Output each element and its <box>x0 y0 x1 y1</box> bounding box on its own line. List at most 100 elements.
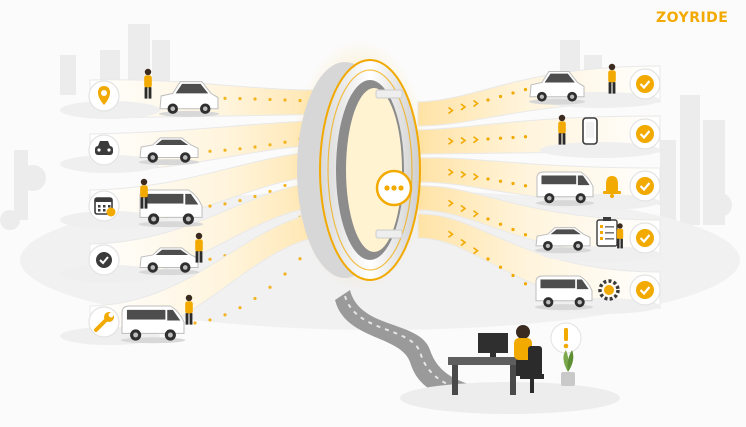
flow-arrow <box>460 238 467 247</box>
hub-center-button <box>375 169 413 207</box>
flow-dot <box>511 227 515 232</box>
office-chair <box>520 346 544 393</box>
wrench-icon <box>94 312 114 332</box>
ellipsis-icon <box>384 185 404 191</box>
flow-dot <box>193 321 197 325</box>
flow-arrow <box>448 168 454 176</box>
flow-dot <box>208 318 212 322</box>
dispatch-hub <box>290 40 430 290</box>
flow-dot <box>511 181 515 186</box>
operator-station <box>400 322 620 414</box>
person-figure <box>195 232 203 263</box>
flow-dot <box>486 177 490 181</box>
smartphone-icon <box>582 117 598 145</box>
bell-icon <box>603 176 621 198</box>
potted-plant <box>561 350 575 386</box>
flow-dot <box>268 97 272 102</box>
flow-dot <box>238 306 242 310</box>
flow-dot <box>511 91 515 95</box>
van-vehicle <box>120 305 186 344</box>
check-circle-icon <box>636 281 654 299</box>
car-front-icon <box>95 141 113 155</box>
right-rows <box>528 63 661 314</box>
check-circle-icon <box>636 177 654 195</box>
person-figure <box>558 114 566 145</box>
check-circle-icon <box>636 75 654 93</box>
flow-dot <box>486 257 490 261</box>
flow-dot <box>511 273 515 278</box>
flow-dot <box>268 285 272 289</box>
person-figure <box>616 223 624 249</box>
flow-dot <box>523 87 528 92</box>
flow-dot <box>253 97 257 101</box>
flow-dot <box>283 183 287 188</box>
flow-dot <box>498 94 503 99</box>
flow-arrow <box>473 173 479 181</box>
flow-dot <box>223 96 227 100</box>
check-circle-icon <box>636 229 654 247</box>
suv-vehicle <box>158 81 220 117</box>
flow-dot <box>208 257 212 261</box>
flow-arrow <box>460 170 467 179</box>
flow-dot <box>498 222 503 226</box>
clipboard-checklist-icon <box>596 217 618 247</box>
flow-dot <box>268 143 272 147</box>
right-row-status-bubble <box>629 274 661 306</box>
flow-dot <box>238 147 242 151</box>
flow-dot <box>223 148 227 152</box>
left-rows <box>60 68 220 345</box>
check-circle-icon <box>636 125 654 143</box>
location-pin-icon <box>97 86 111 105</box>
suv-vehicle <box>528 70 586 105</box>
row-platform <box>540 142 660 158</box>
left-row-icon-bubble <box>88 134 120 166</box>
flow-dot <box>523 135 528 139</box>
right-row-status-bubble <box>629 118 661 150</box>
flow-dot <box>486 217 490 221</box>
flow-dot <box>223 202 227 206</box>
flow-arrow <box>460 103 467 111</box>
gear-icon <box>598 279 620 301</box>
exit-conveyor-track <box>344 295 541 404</box>
flow-dot <box>498 265 503 269</box>
flow-dot <box>283 272 287 276</box>
flow-dot <box>486 98 490 102</box>
flow-dot <box>283 140 287 144</box>
flow-arrow <box>473 210 479 218</box>
person-figure <box>140 178 148 209</box>
right-row-status-bubble <box>629 222 661 254</box>
flow-dot <box>208 204 212 208</box>
flow-arrow <box>473 247 479 255</box>
flow-dot <box>498 136 503 140</box>
sedan-vehicle <box>138 137 200 166</box>
right-row-status-bubble <box>629 68 661 100</box>
flow-arrow <box>448 137 454 145</box>
flow-dot <box>253 296 257 301</box>
flow-arrow <box>448 199 454 207</box>
flow-dot <box>238 97 242 101</box>
brand-name: ZOYRIDE <box>656 10 729 26</box>
flow-band-right <box>417 213 661 309</box>
flow-dot <box>486 137 490 141</box>
flow-dot <box>253 194 257 199</box>
desk <box>448 357 520 365</box>
flow-dot <box>268 189 272 194</box>
city-skyline <box>0 24 732 230</box>
right-row-status-bubble <box>629 170 661 202</box>
flow-arrow <box>473 136 479 144</box>
flow-dot <box>253 145 257 149</box>
left-row-icon-bubble <box>88 190 120 222</box>
flow-dot <box>238 199 242 203</box>
person-figure <box>608 63 616 94</box>
flow-dot <box>208 149 212 153</box>
flow-arrow <box>473 99 479 108</box>
left-row-icon-bubble <box>88 244 120 276</box>
flow-dot <box>523 233 528 237</box>
van-vehicle <box>534 275 594 311</box>
flow-dot <box>298 257 302 261</box>
brand-logo: ZOYRIDE <box>656 10 728 28</box>
sedan-vehicle <box>138 247 200 276</box>
flow-dot <box>283 98 287 102</box>
